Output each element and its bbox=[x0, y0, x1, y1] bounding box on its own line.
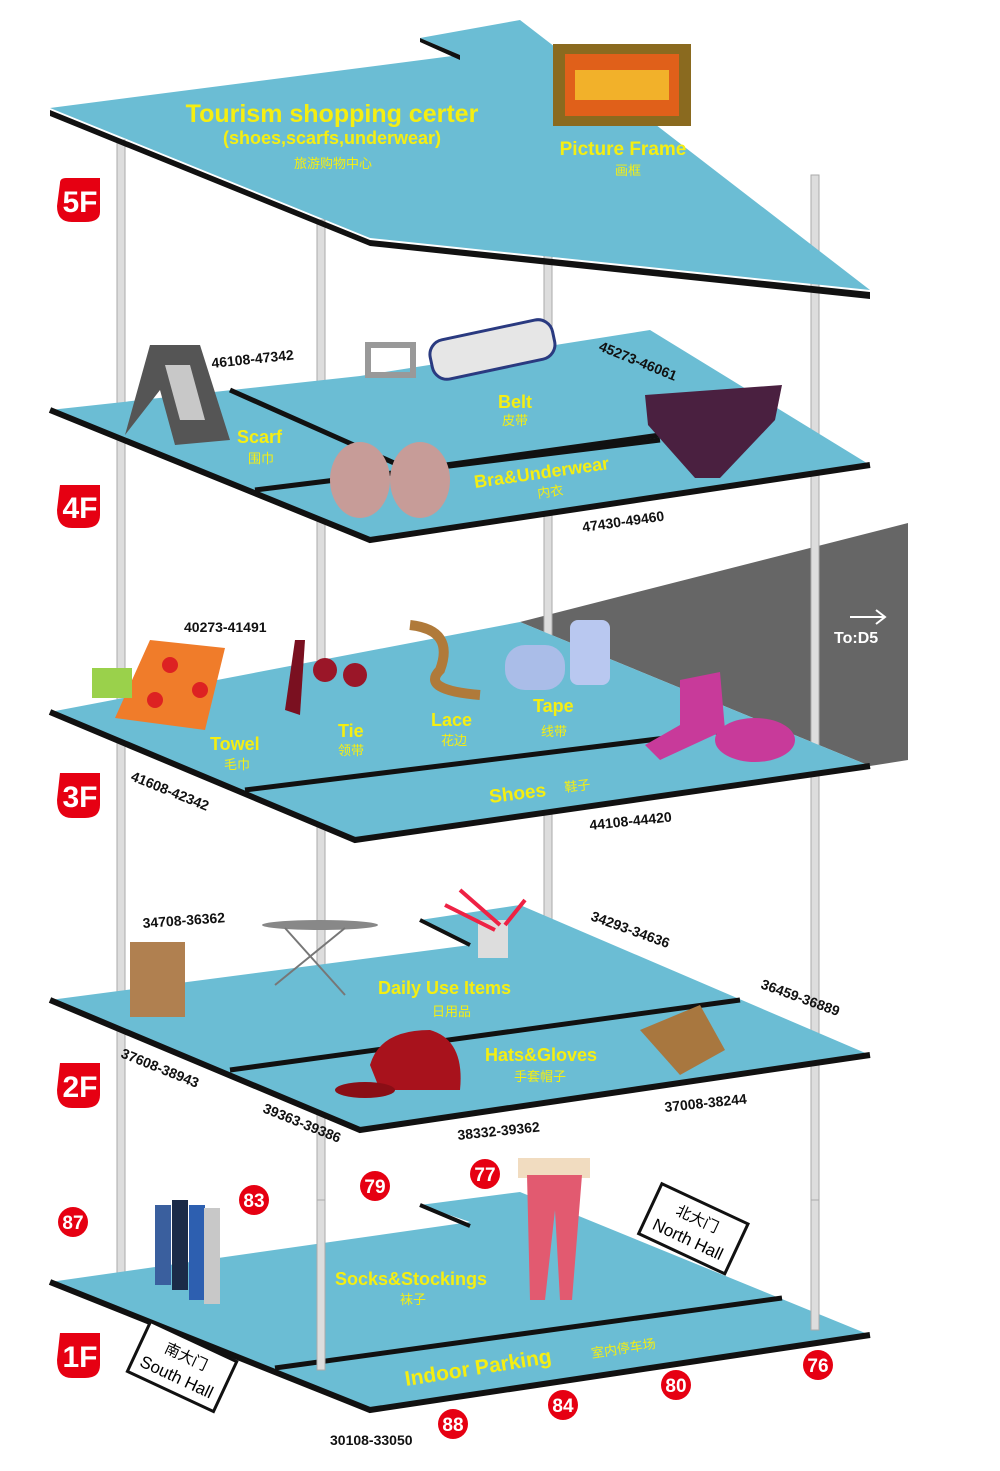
svg-text:79: 79 bbox=[364, 1177, 385, 1198]
gate-badge-87: 87 bbox=[58, 1207, 88, 1237]
scarf-image bbox=[125, 345, 230, 445]
gate-badge-83: 83 bbox=[239, 1185, 269, 1215]
daily-use-cn: 日用品 bbox=[432, 1005, 471, 1020]
cutting-board-image bbox=[130, 942, 185, 1017]
svg-text:80: 80 bbox=[665, 1376, 686, 1397]
scarf-label: Scarf bbox=[237, 427, 283, 447]
gate-badge-80: 80 bbox=[661, 1370, 691, 1400]
straws-image bbox=[444, 888, 527, 958]
svg-text:83: 83 bbox=[243, 1191, 264, 1212]
tape-label: Tape bbox=[533, 696, 574, 716]
to-d5-sign[interactable]: To:D5 bbox=[834, 609, 887, 647]
tourism-center-subtitle: (shoes,scarfs,underwear) bbox=[223, 128, 441, 148]
shoes-cn: 鞋子 bbox=[564, 777, 592, 796]
socks-stockings-label: Socks&Stockings bbox=[335, 1269, 487, 1289]
svg-text:4F: 4F bbox=[62, 492, 97, 525]
tie-label: Tie bbox=[338, 721, 364, 741]
gate-badge-79: 79 bbox=[360, 1171, 390, 1201]
to-d5-label: To:D5 bbox=[834, 630, 878, 647]
svg-text:3F: 3F bbox=[62, 781, 97, 814]
gate-badge-76: 76 bbox=[803, 1350, 833, 1380]
belt-image bbox=[365, 318, 557, 381]
north-hall-sign: 北大门 North Hall bbox=[636, 1181, 750, 1276]
room-range: 40273-41491 bbox=[184, 619, 267, 635]
floor-tag-3f: 3F bbox=[57, 773, 100, 818]
socks-image bbox=[155, 1200, 220, 1304]
cap-image bbox=[335, 1030, 461, 1098]
gate-badge-84: 84 bbox=[548, 1390, 578, 1420]
svg-text:87: 87 bbox=[62, 1213, 83, 1234]
hats-gloves-label: Hats&Gloves bbox=[485, 1045, 597, 1065]
floor-2f bbox=[48, 905, 871, 1134]
tape-cn: 线带 bbox=[541, 725, 567, 740]
ironing-board-image bbox=[262, 920, 378, 996]
tie-cn: 领带 bbox=[338, 744, 364, 759]
pillar bbox=[316, 1199, 326, 1371]
svg-text:2F: 2F bbox=[62, 1071, 97, 1104]
towel-label: Towel bbox=[210, 734, 260, 754]
towel-image bbox=[92, 640, 225, 730]
floor-tag-4f: 4F bbox=[57, 485, 100, 528]
socks-stockings-cn: 袜子 bbox=[400, 1293, 426, 1308]
underwear-image bbox=[645, 385, 782, 478]
svg-text:1F: 1F bbox=[62, 1341, 97, 1374]
bra-underwear-cn: 内衣 bbox=[536, 482, 564, 501]
shoes-image bbox=[645, 672, 795, 762]
svg-text:77: 77 bbox=[474, 1165, 495, 1186]
room-range: 36459-36889 bbox=[759, 976, 842, 1019]
lace-label: Lace bbox=[431, 710, 472, 730]
gate-badge-88: 88 bbox=[438, 1409, 468, 1439]
picture-frame-cn: 画框 bbox=[615, 164, 641, 179]
room-range: 44108-44420 bbox=[589, 808, 673, 833]
floor-tag-1f: 1F bbox=[57, 1333, 100, 1378]
floor-3f bbox=[48, 622, 871, 844]
tourism-center-title: Tourism shopping certer bbox=[186, 100, 479, 128]
floor-tag-5f: 5F bbox=[57, 178, 100, 222]
picture-frame-image bbox=[553, 44, 691, 126]
room-range: 46108-47342 bbox=[211, 346, 295, 371]
belt-cn: 皮带 bbox=[502, 414, 528, 429]
tourism-center-cn: 旅游购物中心 bbox=[294, 156, 372, 172]
svg-text:84: 84 bbox=[552, 1396, 574, 1417]
lace-cn: 花边 bbox=[441, 733, 467, 749]
floor-tag-2f: 2F bbox=[57, 1063, 100, 1108]
lace-image bbox=[409, 620, 481, 700]
stockings-image bbox=[518, 1158, 590, 1300]
scarf-cn: 围巾 bbox=[248, 452, 274, 467]
room-range: 37008-38244 bbox=[664, 1090, 748, 1115]
picture-frame-label: Picture Frame bbox=[560, 139, 687, 160]
daily-use-label: Daily Use Items bbox=[378, 978, 511, 998]
svg-text:76: 76 bbox=[807, 1356, 828, 1377]
gloves-image bbox=[640, 1005, 725, 1075]
tie-image bbox=[285, 640, 367, 715]
tape-image bbox=[505, 620, 610, 690]
gate-badge-77: 77 bbox=[470, 1159, 500, 1189]
bra-image bbox=[330, 442, 450, 518]
room-range: 34708-36362 bbox=[142, 909, 226, 931]
room-range: 38332-39362 bbox=[457, 1118, 541, 1143]
belt-label: Belt bbox=[498, 392, 532, 412]
svg-text:5F: 5F bbox=[62, 186, 97, 219]
pillar bbox=[810, 1199, 820, 1331]
room-range: 30108-33050 bbox=[330, 1432, 413, 1448]
floor-5f bbox=[50, 20, 870, 299]
towel-cn: 毛巾 bbox=[224, 758, 250, 773]
room-range: 47430-49460 bbox=[581, 508, 665, 535]
svg-text:88: 88 bbox=[442, 1415, 463, 1436]
hats-gloves-cn: 手套帽子 bbox=[514, 1069, 566, 1085]
